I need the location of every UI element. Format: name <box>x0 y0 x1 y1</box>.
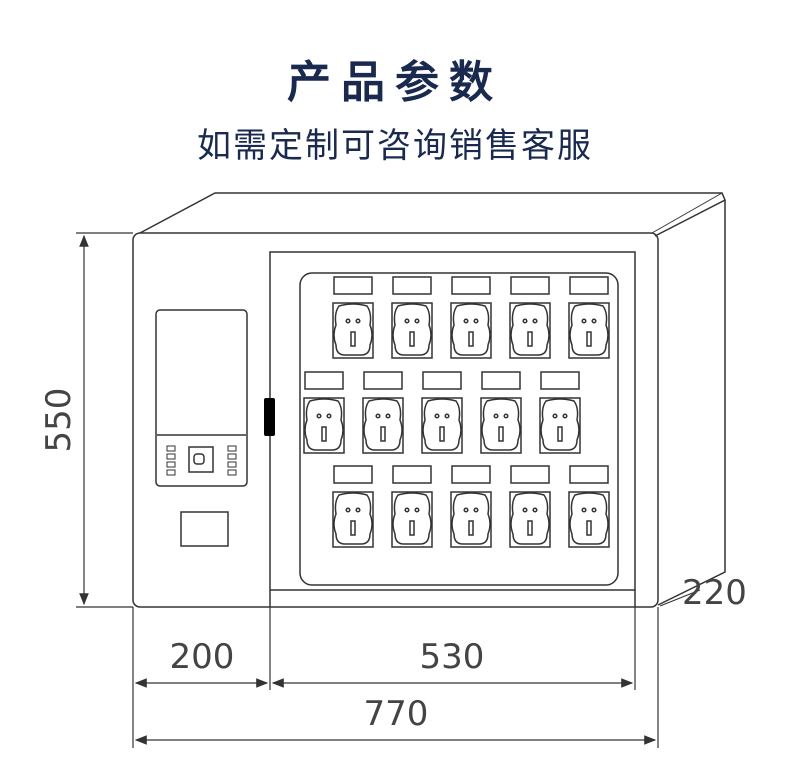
socket-label-plate <box>451 276 491 295</box>
socket-icon <box>510 303 550 356</box>
socket-label-plate <box>540 371 580 390</box>
socket-label-plate <box>363 371 403 390</box>
socket-icon <box>510 492 550 545</box>
socket-unit <box>539 371 581 454</box>
fingerprint-reader <box>188 446 214 473</box>
socket-icon <box>451 303 491 356</box>
socket-frame <box>391 491 433 548</box>
outlet-panel <box>299 272 619 586</box>
socket-label-plate <box>569 465 609 484</box>
socket-frame <box>539 397 581 454</box>
socket-unit <box>568 276 610 359</box>
socket-frame <box>450 302 492 359</box>
socket-frame <box>568 491 610 548</box>
socket-unit <box>480 371 522 454</box>
card-reader <box>180 511 229 547</box>
socket-icon <box>422 398 462 451</box>
socket-unit <box>332 276 374 359</box>
socket-frame <box>362 397 404 454</box>
socket-frame <box>480 397 522 454</box>
dim-height: 550 <box>39 388 79 453</box>
socket-icon <box>392 303 432 356</box>
socket-frame <box>303 397 345 454</box>
socket-unit <box>391 465 433 548</box>
socket-label-plate <box>333 465 373 484</box>
socket-icon <box>540 398 580 451</box>
page-subtitle: 如需定制可咨询销售客服 <box>197 126 593 166</box>
socket-label-plate <box>392 465 432 484</box>
socket-icon <box>363 398 403 451</box>
socket-icon <box>333 303 373 356</box>
socket-icon <box>333 492 373 545</box>
socket-frame <box>332 491 374 548</box>
cabinet-top-face <box>139 192 726 237</box>
socket-frame <box>421 397 463 454</box>
socket-label-plate <box>569 276 609 295</box>
socket-unit <box>303 371 345 454</box>
socket-unit <box>450 276 492 359</box>
socket-label-plate <box>451 465 491 484</box>
keypad-right <box>227 445 237 476</box>
socket-unit <box>509 276 551 359</box>
socket-unit <box>332 465 374 548</box>
socket-icon <box>481 398 521 451</box>
page-title: 产品参数 <box>287 57 503 108</box>
socket-label-plate <box>510 276 550 295</box>
touch-screen <box>155 309 248 487</box>
keypad-left <box>166 445 176 476</box>
socket-icon <box>304 398 344 451</box>
dim-depth: 220 <box>682 573 747 613</box>
socket-label-plate <box>422 371 462 390</box>
cabinet-side-face <box>657 200 726 606</box>
socket-icon <box>569 492 609 545</box>
socket-label-plate <box>333 276 373 295</box>
socket-label-plate <box>510 465 550 484</box>
socket-icon <box>569 303 609 356</box>
socket-unit <box>509 465 551 548</box>
socket-unit <box>421 371 463 454</box>
socket-icon <box>392 492 432 545</box>
socket-frame <box>450 491 492 548</box>
socket-frame <box>332 302 374 359</box>
socket-unit <box>450 465 492 548</box>
socket-label-plate <box>481 371 521 390</box>
cabinet-front <box>132 232 659 608</box>
socket-label-plate <box>392 276 432 295</box>
socket-frame <box>509 302 551 359</box>
dim-right-width: 530 <box>420 637 485 677</box>
socket-frame <box>509 491 551 548</box>
socket-icon <box>451 492 491 545</box>
socket-frame <box>568 302 610 359</box>
socket-unit <box>362 371 404 454</box>
dim-left-width: 200 <box>170 637 235 677</box>
socket-unit <box>568 465 610 548</box>
socket-label-plate <box>304 371 344 390</box>
door-handle <box>264 398 275 436</box>
socket-frame <box>391 302 433 359</box>
dim-total-width: 770 <box>364 694 429 734</box>
socket-unit <box>391 276 433 359</box>
